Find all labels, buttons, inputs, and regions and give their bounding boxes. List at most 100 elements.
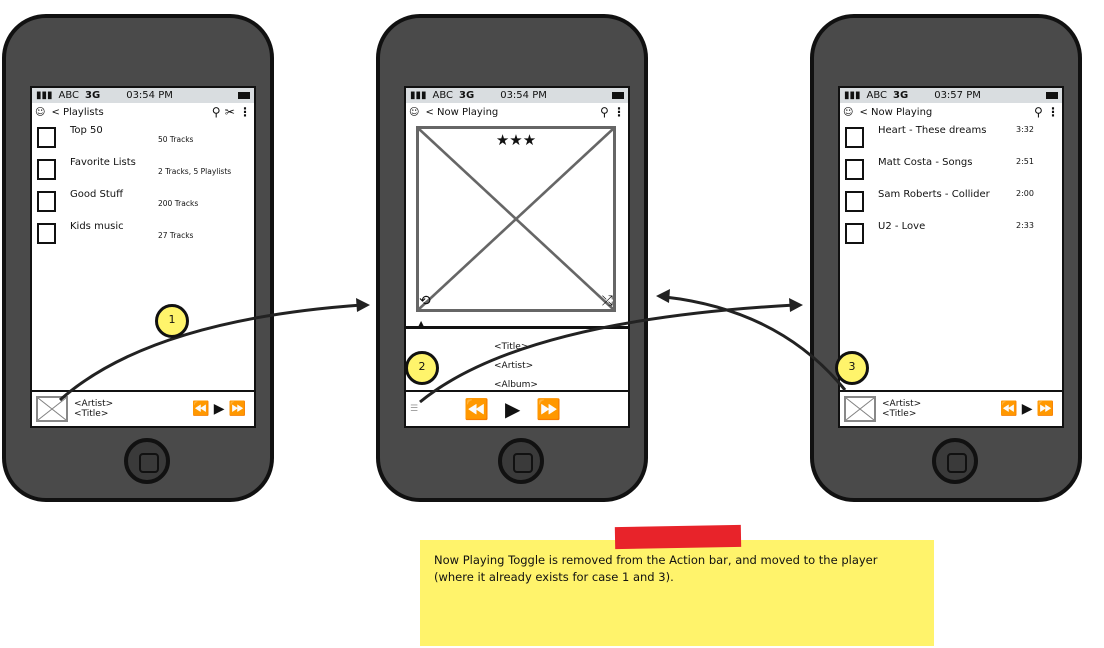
list-item[interactable]: U2 - Love 2:33 — [840, 217, 1062, 249]
screen: ▮▮▮ ABC 3G 03:57 PM ☺ < Now Playing ⚲ ⋮ Heart… — [838, 86, 1064, 428]
player-bar[interactable]: ☰ ⏪▶⏩ — [406, 390, 628, 426]
app-icon: ☺ — [409, 106, 420, 118]
player-controls[interactable]: ⏪▶⏩ — [192, 401, 250, 417]
back-button[interactable]: < Now Playing — [859, 106, 933, 118]
list-item[interactable]: Favorite Lists 2 Tracks, 5 Playlists — [32, 153, 254, 185]
list-item[interactable]: Good Stuff 200 Tracks — [32, 185, 254, 217]
arrowhead — [789, 298, 803, 312]
phone-playlists: ▮▮▮ ABC 3G 03:54 PM ☺ < Playlists ⚲ ✂ ⋮ Top 5… — [2, 14, 274, 502]
arrow-3 — [664, 295, 847, 391]
mini-player[interactable]: <Artist><Title> ⏪▶⏩ — [32, 390, 254, 426]
duration: 2:00 — [1016, 189, 1034, 198]
item-sub: 2 Tracks, 5 Playlists — [158, 167, 232, 176]
home-button[interactable] — [498, 438, 544, 484]
title: <Title> — [74, 409, 109, 419]
callout-1: 1 — [155, 304, 189, 338]
sticky-note: Now Playing Toggle is removed from the A… — [420, 540, 934, 646]
battery-icon — [238, 92, 250, 99]
album-art — [36, 396, 68, 422]
list-item[interactable]: Sam Roberts - Collider 2:00 — [840, 185, 1062, 217]
battery-icon — [1046, 92, 1058, 99]
duration: 2:51 — [1016, 157, 1034, 166]
network: 3G — [85, 90, 101, 101]
list-item[interactable]: Heart - These dreams 3:32 — [840, 121, 1062, 153]
network: 3G — [459, 90, 475, 101]
network: 3G — [893, 90, 909, 101]
time: 03:54 PM — [500, 90, 547, 101]
search-icon[interactable]: ⚲ ⋮ — [1034, 105, 1059, 119]
list-item[interactable]: Matt Costa - Songs 2:51 — [840, 153, 1062, 185]
item-name: Good Stuff — [70, 189, 124, 200]
time: 03:54 PM — [126, 90, 173, 101]
home-button[interactable] — [932, 438, 978, 484]
action-bar: ☺ < Now Playing ⚲ ⋮ — [406, 103, 628, 121]
thumbnail — [37, 223, 56, 244]
shuffle-icon[interactable]: ⤮ — [601, 293, 613, 309]
time: 03:57 PM — [934, 90, 981, 101]
player-controls[interactable]: ⏪▶⏩ — [464, 397, 578, 421]
status-bar: ▮▮▮ ABC 3G 03:54 PM — [32, 88, 254, 103]
tape — [614, 524, 742, 550]
signal-icon: ▮▮▮ — [410, 90, 427, 101]
duration: 2:33 — [1016, 221, 1034, 230]
signal-icon: ▮▮▮ — [36, 90, 53, 101]
arrow-2 — [419, 303, 796, 404]
list-item[interactable]: Kids music 27 Tracks — [32, 217, 254, 249]
screen: ▮▮▮ ABC 3G 03:54 PM ☺ < Now Playing ⚲ ⋮ ★★★ ⟲… — [404, 86, 630, 428]
item-name: Sam Roberts - Collider — [878, 189, 990, 200]
list-item[interactable]: Top 50 50 Tracks — [32, 121, 254, 153]
phone-queue: ▮▮▮ ABC 3G 03:57 PM ☺ < Now Playing ⚲ ⋮ Heart… — [810, 14, 1082, 502]
note-text: Now Playing Toggle is removed from the A… — [434, 553, 878, 584]
progress-slider[interactable]: ▲ — [406, 319, 628, 329]
thumbnail — [37, 159, 56, 180]
player-controls[interactable]: ⏪▶⏩ — [1000, 401, 1058, 417]
screen: ▮▮▮ ABC 3G 03:54 PM ☺ < Playlists ⚲ ✂ ⋮ Top 5… — [30, 86, 256, 428]
arrowhead — [356, 298, 370, 312]
search-icon[interactable]: ⚲ ✂ ⋮ — [211, 105, 251, 119]
rating-stars[interactable]: ★★★ — [495, 131, 537, 149]
thumbnail — [845, 191, 864, 212]
title: <Title> — [882, 409, 917, 419]
phone-now-playing: ▮▮▮ ABC 3G 03:54 PM ☺ < Now Playing ⚲ ⋮ ★★★ ⟲… — [376, 14, 648, 502]
thumbnail — [845, 223, 864, 244]
app-icon: ☺ — [35, 106, 46, 118]
item-name: U2 - Love — [878, 221, 926, 232]
thumbnail — [845, 159, 864, 180]
back-button[interactable]: < Now Playing — [425, 106, 499, 118]
callout-2: 2 — [405, 351, 439, 385]
item-name: Top 50 — [70, 125, 103, 136]
status-bar: ▮▮▮ ABC 3G 03:54 PM — [406, 88, 628, 103]
action-bar: ☺ < Playlists ⚲ ✂ ⋮ — [32, 103, 254, 121]
item-sub: 50 Tracks — [158, 135, 194, 144]
carrier: ABC — [432, 90, 454, 101]
signal-icon: ▮▮▮ — [844, 90, 861, 101]
thumbnail — [37, 127, 56, 148]
mini-player[interactable]: <Artist><Title> ⏪▶⏩ — [840, 390, 1062, 426]
thumbnail — [845, 127, 864, 148]
list-toggle-icon[interactable]: ☰ — [410, 404, 419, 414]
track-info: <Title><Artist><Album> — [494, 342, 538, 390]
album-art — [844, 396, 876, 422]
back-button[interactable]: < Playlists — [51, 106, 104, 118]
carrier: ABC — [58, 90, 80, 101]
action-bar: ☺ < Now Playing ⚲ ⋮ — [840, 103, 1062, 121]
item-name: Kids music — [70, 221, 124, 232]
app-icon: ☺ — [843, 106, 854, 118]
item-name: Favorite Lists — [70, 157, 136, 168]
item-sub: 200 Tracks — [158, 199, 199, 208]
home-button[interactable] — [124, 438, 170, 484]
item-name: Heart - These dreams — [878, 125, 987, 136]
duration: 3:32 — [1016, 125, 1034, 134]
album-art: ★★★ ⟲ ⤮ — [416, 126, 616, 312]
carrier: ABC — [866, 90, 888, 101]
arrow-1 — [59, 303, 363, 402]
repeat-icon[interactable]: ⟲ — [419, 293, 431, 309]
item-name: Matt Costa - Songs — [878, 157, 973, 168]
callout-3: 3 — [835, 351, 869, 385]
item-sub: 27 Tracks — [158, 231, 194, 240]
artist: <Artist> — [882, 399, 922, 409]
artist: <Artist> — [74, 399, 114, 409]
status-bar: ▮▮▮ ABC 3G 03:57 PM — [840, 88, 1062, 103]
search-icon[interactable]: ⚲ ⋮ — [600, 105, 625, 119]
